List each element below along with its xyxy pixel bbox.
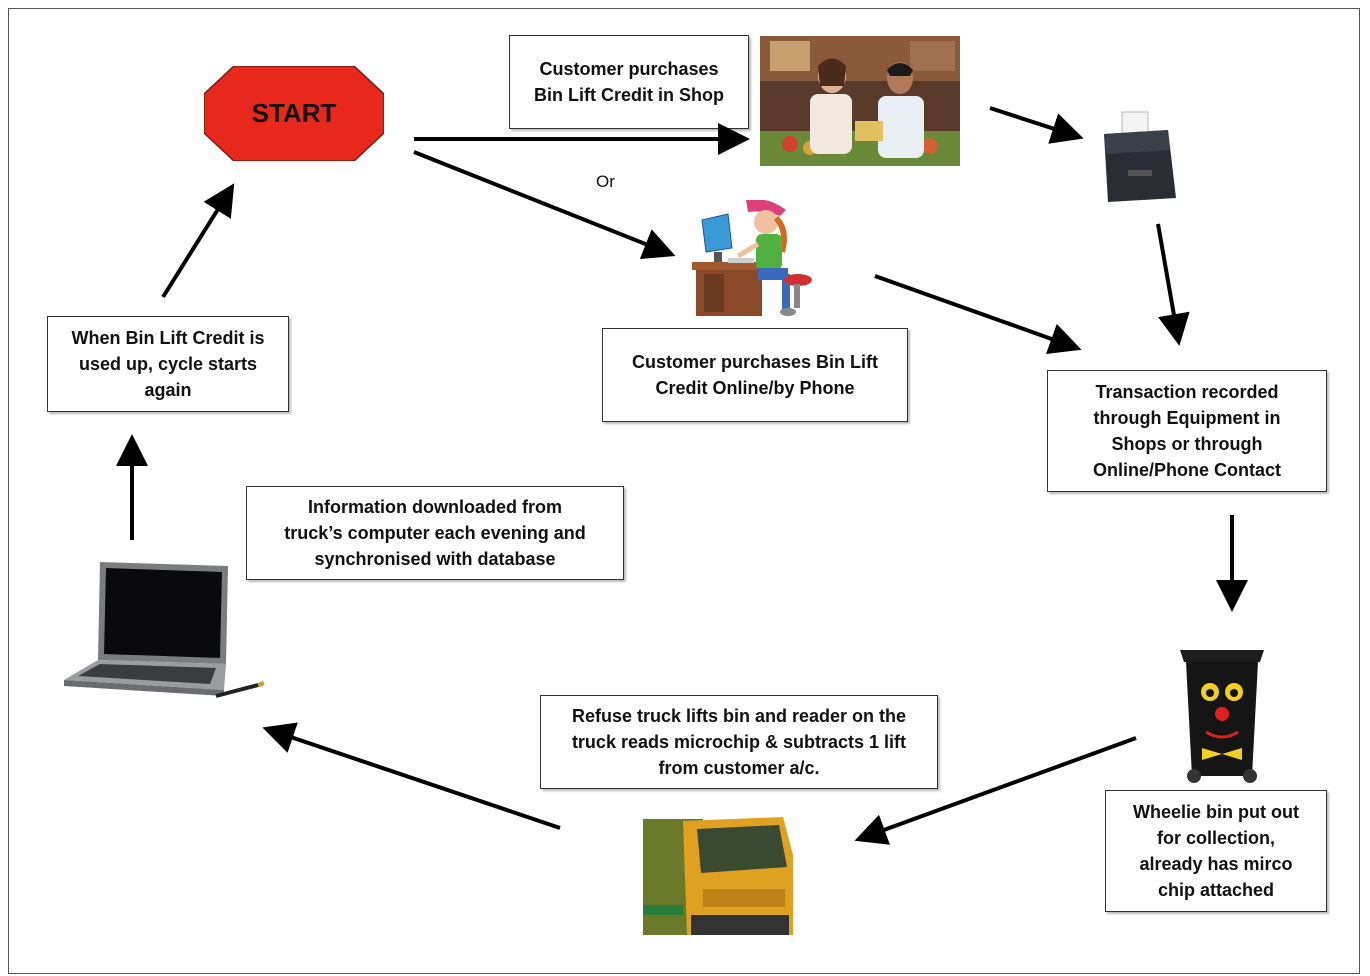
or-label: Or	[596, 172, 615, 191]
arrow-truck-to-laptop	[262, 722, 561, 830]
shop-photo-icon	[760, 36, 960, 166]
wheelie-bin-box: Wheelie bin put out for collection, alre…	[1105, 790, 1327, 912]
arrow-bin-to-truck	[854, 736, 1137, 845]
arrow-printer-to-transaction	[1156, 223, 1190, 346]
download-info-box: Information downloaded from truck’s comp…	[246, 486, 624, 580]
receipt-printer-icon	[1104, 111, 1176, 202]
laptop-icon	[64, 562, 265, 698]
arrow-online-to-transaction	[874, 274, 1082, 355]
refuse-truck-icon	[643, 817, 793, 935]
arrow-shop-to-printer	[989, 106, 1084, 144]
shop-purchase-box: Customer purchases Bin Lift Credit in Sh…	[509, 35, 749, 129]
start-label: START	[251, 98, 337, 128]
arrow-start-to-online	[413, 150, 676, 259]
truck-reader-box: Refuse truck lifts bin and reader on the…	[540, 695, 938, 789]
wheelie-bin-icon	[1180, 650, 1264, 783]
transaction-box: Transaction recorded through Equipment i…	[1047, 370, 1327, 492]
computer-user-icon	[692, 200, 812, 316]
online-purchase-box: Customer purchases Bin Lift Credit Onlin…	[602, 328, 908, 422]
start-node: START	[203, 65, 385, 162]
arrow-cycle-to-start	[161, 183, 235, 299]
cycle-restart-box: When Bin Lift Credit is used up, cycle s…	[47, 316, 289, 412]
diagram-frame	[8, 8, 1360, 974]
